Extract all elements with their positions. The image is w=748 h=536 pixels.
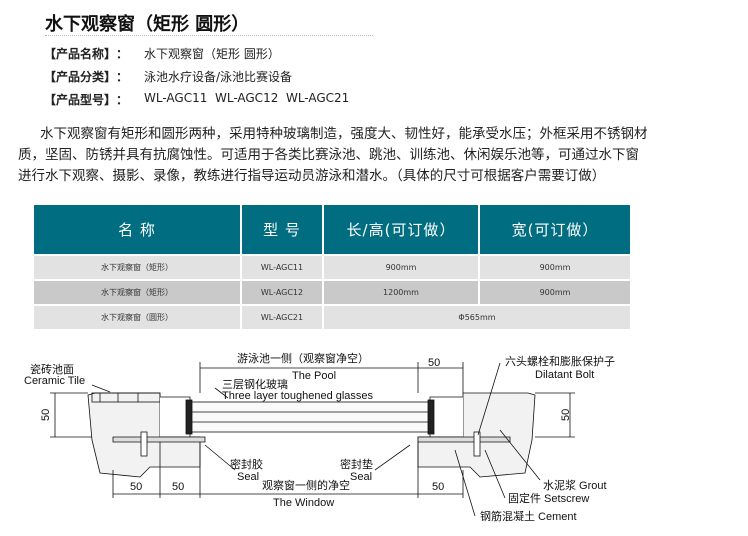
bolt-label-cn: 六头螺栓和膨胀保护子 (505, 354, 615, 368)
header-width: 宽(可订做） (478, 203, 632, 256)
field-product-model: 【产品型号】： WL-AGC11 WL-AGC12 WL-AGC21 (44, 91, 349, 108)
cell: WL-AGC11 (240, 254, 324, 281)
field-product-name: 【产品名称】： 水下观察窗（矩形 圆形） (44, 45, 280, 62)
tile-label-en: Ceramic Tile (24, 375, 85, 387)
header-length: 长/高(可订做） (322, 203, 480, 256)
table-header: 名 称 型 号 长/高(可订做） 宽(可订做） (32, 203, 632, 256)
pool-side-label-en: The Pool (292, 370, 336, 382)
window-side-en: The Window (273, 497, 334, 509)
cell: 900mm (478, 254, 632, 281)
field-value: 泳池水疗设备/泳池比赛设备 (144, 70, 293, 84)
bolt-label-en: Dilatant Bolt (535, 369, 594, 381)
setscrew-label: 固定件 Setscrew (508, 491, 589, 505)
window-side-cn: 观察窗一侧的净空 (262, 478, 350, 492)
cell: WL-AGC21 (240, 304, 324, 331)
field-value: 水下观察窗（矩形 圆形） (144, 47, 280, 61)
field-label: 【产品分类】 (44, 70, 117, 84)
header-name: 名 称 (32, 203, 242, 256)
field-label: 【产品型号】 (44, 93, 117, 107)
cell: 900mm (322, 254, 480, 281)
field-label: 【产品名称】 (44, 47, 117, 61)
cell: Φ565mm (322, 304, 632, 331)
cell: 水下观察窗（矩形） (32, 279, 242, 306)
seal-left-en: Seal (237, 471, 259, 483)
cell: 1200mm (322, 279, 480, 306)
cell: 水下观察窗（圆形） (32, 304, 242, 331)
pool-side-label-cn: 游泳池一侧（观察窗净空） (237, 351, 369, 365)
tile-label-cn: 瓷砖池面 (30, 362, 74, 376)
spec-table: 名 称 型 号 长/高(可订做） 宽(可订做） 水下观察窗（矩形）WL-AGC1… (32, 203, 632, 331)
dim-label: 50 (130, 481, 142, 493)
cell: 水下观察窗（矩形） (32, 254, 242, 281)
seal-right-cn: 密封垫 (340, 457, 373, 471)
dim-label: 50 (560, 409, 572, 421)
glass-label-cn: 三层钢化玻璃 (222, 377, 288, 391)
page-title: 水下观察窗（矩形 圆形） (45, 14, 250, 35)
grout-label: 水泥浆 Grout (543, 478, 607, 492)
installation-diagram: 游泳池一侧（观察窗净空） The Pool 50 瓷砖池面 Ceramic Ti… (24, 351, 615, 523)
cement-label: 钢筋混凝土 Cement (480, 509, 577, 523)
header-model: 型 号 (240, 203, 324, 256)
dim-label: 50 (432, 481, 444, 493)
cell: WL-AGC12 (240, 279, 324, 306)
dim-label: 50 (40, 409, 52, 421)
seal-left-cn: 密封胶 (230, 457, 263, 471)
cell: 900mm (478, 279, 632, 306)
glass-label-en: Three layer toughened glasses (222, 390, 374, 402)
divider (45, 35, 373, 36)
field-product-category: 【产品分类】： 泳池水疗设备/泳池比赛设备 (44, 68, 292, 85)
colon: ： (116, 47, 129, 61)
colon: ： (116, 70, 129, 84)
dim-label: 50 (172, 481, 184, 493)
field-value: WL-AGC11 WL-AGC12 WL-AGC21 (144, 91, 350, 105)
description: 水下观察窗有矩形和圆形两种，采用特种玻璃制造，强度大、韧性好，能承受水压；外框采… (18, 126, 648, 184)
dim-label: 50 (428, 357, 440, 369)
colon: ： (116, 93, 129, 107)
seal-right-en: Seal (350, 471, 372, 483)
